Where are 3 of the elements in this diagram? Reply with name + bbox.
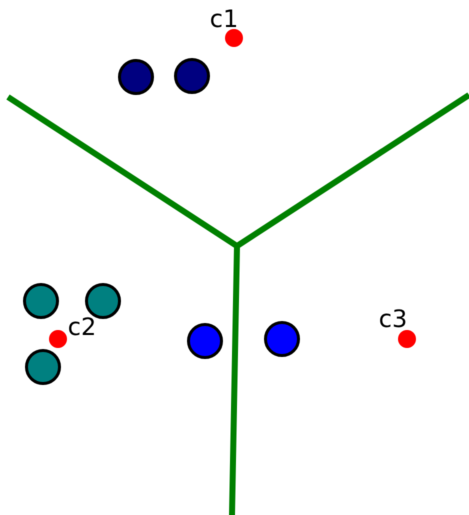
- centroid-label: c1: [210, 7, 238, 31]
- centroid-label: c2: [68, 315, 96, 339]
- centroid-label: c3: [378, 307, 408, 331]
